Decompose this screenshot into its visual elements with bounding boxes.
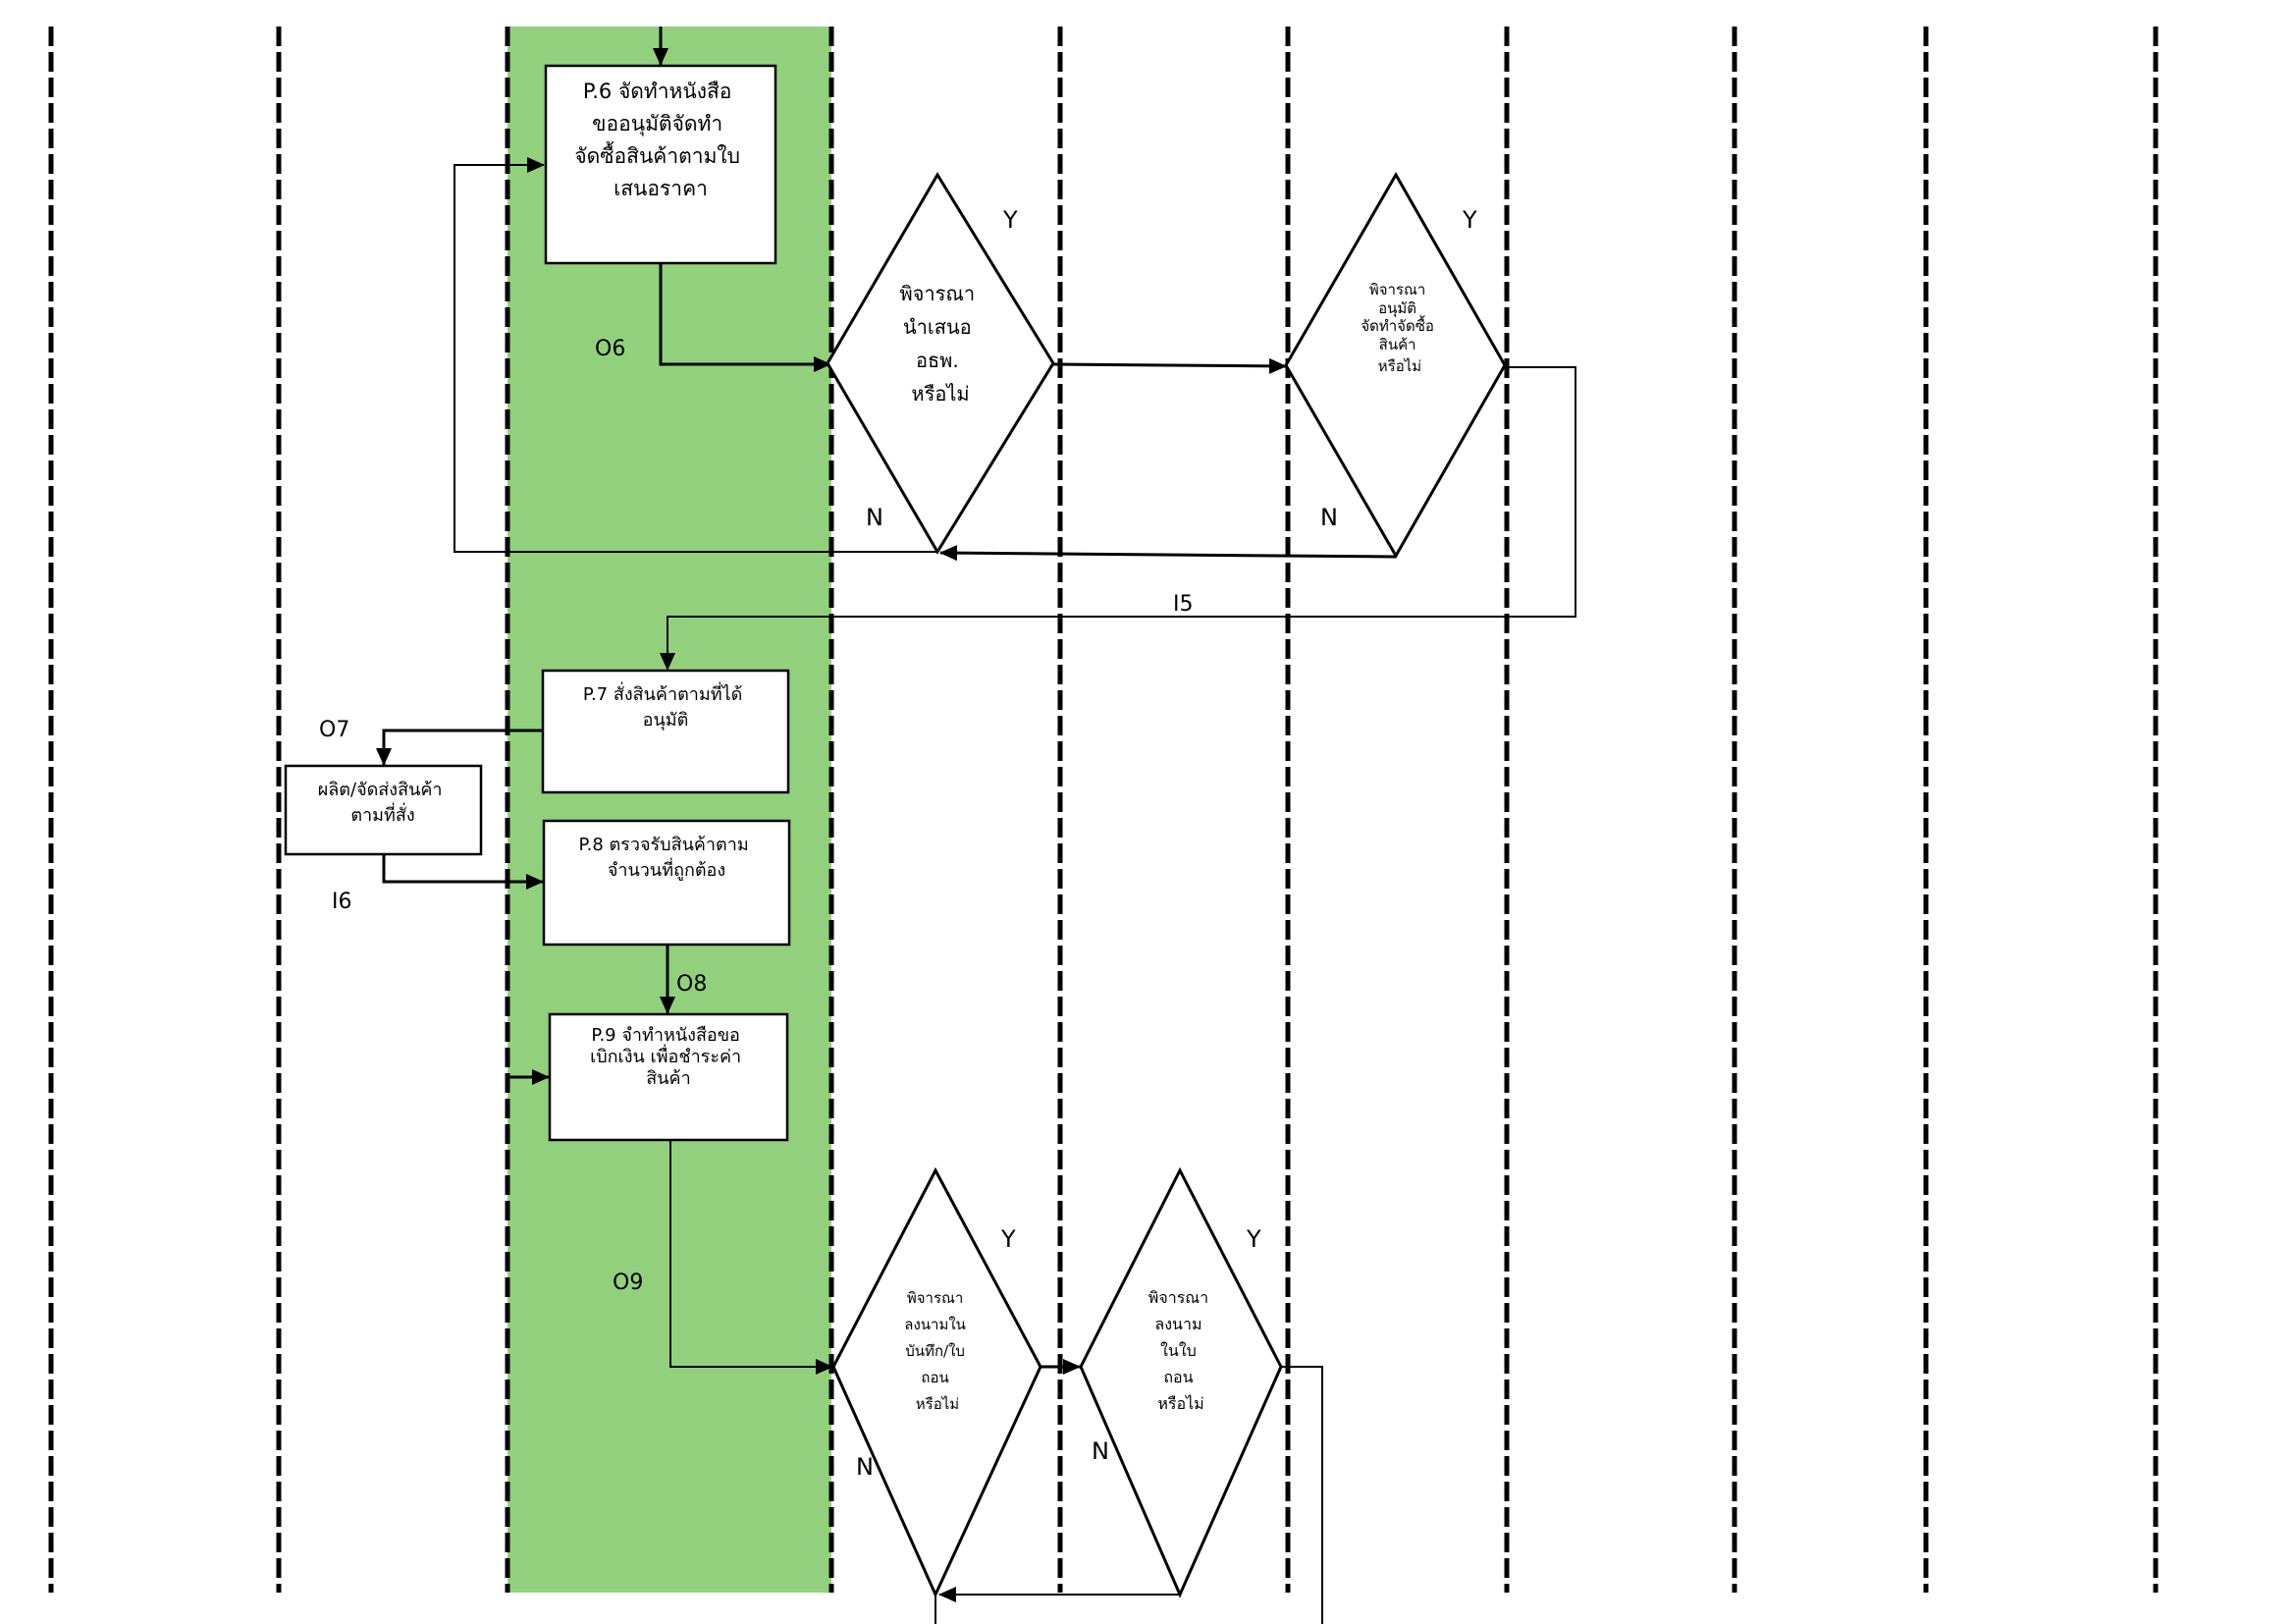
branch-label-no-d4: N xyxy=(1092,1437,1109,1465)
decision-d3-text: พิจารณา ลงนามใน บันทึก/ใบ ถอน หรือไม่ xyxy=(904,1289,970,1413)
decision-d2[interactable]: พิจารณา อนุมัติ จัดทำจัดซื้อ สินค้า หรือ… xyxy=(1284,171,1507,560)
process-p8-text: P.8 ตรวจรับสินค้าตาม จำนวนที่ถูกต้อง xyxy=(579,835,755,881)
process-supplier[interactable]: ผลิต/จัดส่งสินค้า ตามที่สั่ง xyxy=(284,764,483,856)
flow-label-o7: O7 xyxy=(319,718,349,742)
decision-d2-text: พิจารณา อนุมัติ จัดทำจัดซื้อ สินค้า หรือ… xyxy=(1361,281,1438,375)
branch-label-no-d3: N xyxy=(856,1453,874,1481)
branch-label-no-d2: N xyxy=(1320,504,1338,531)
decision-d1[interactable]: พิจารณา นำเสนอ อธพ. หรือไม่ xyxy=(826,172,1055,555)
branch-label-yes-d3: Y xyxy=(1000,1225,1016,1253)
swimlane-dividers xyxy=(48,27,2159,1593)
process-p9[interactable]: P.9 จำทำหนังสือขอ เบิกเงิน เพื่อชำระค่า … xyxy=(548,1012,789,1142)
process-p8[interactable]: P.8 ตรวจรับสินค้าตาม จำนวนที่ถูกต้อง xyxy=(542,819,791,947)
decision-d4[interactable]: พิจารณา ลงนาม ในใบ ถอน หรือไม่ xyxy=(1079,1166,1283,1598)
connector-d1-no xyxy=(454,157,937,553)
flow-label-o6: O6 xyxy=(595,337,625,361)
flow-label-o8: O8 xyxy=(676,972,707,997)
decision-d1-text: พิจารณา นำเสนอ อธพ. หรือไม่ xyxy=(899,282,981,406)
connector-o7 xyxy=(376,729,542,766)
branch-label-yes-d4: Y xyxy=(1246,1225,1261,1253)
connector-d1-yes xyxy=(1052,357,1287,374)
process-p7-text: P.7 สั่งสินค้าตามที่ได้ อนุมัติ xyxy=(583,681,748,731)
branch-label-no-d1: N xyxy=(866,504,883,531)
process-p9-text: P.9 จำทำหนังสือขอ เบิกเงิน เพื่อชำระค่า … xyxy=(590,1025,747,1089)
connector-d2-no xyxy=(939,545,1397,562)
process-p6[interactable]: P.6 จัดทำหนังสือ ขออนุมัติจัดทำ จัดซื้อส… xyxy=(544,64,777,265)
decision-d4-text: พิจารณา ลงนาม ในใบ ถอน หรือไม่ xyxy=(1148,1288,1213,1413)
flow-label-i5: I5 xyxy=(1173,592,1194,617)
connector-o9 xyxy=(669,1141,833,1375)
branch-label-yes-d2: Y xyxy=(1462,206,1477,234)
connector-i5 xyxy=(660,366,1576,671)
connectors xyxy=(376,27,1576,1624)
flow-label-o9: O9 xyxy=(613,1271,643,1295)
connector-d4-yes xyxy=(1281,1366,1323,1624)
flow-label-i6: I6 xyxy=(332,890,352,914)
connector-o6 xyxy=(659,263,831,372)
decision-d3[interactable]: พิจารณา ลงนามใน บันทึก/ใบ ถอน หรือไม่ xyxy=(831,1166,1042,1598)
process-p7[interactable]: P.7 สั่งสินค้าตามที่ได้ อนุมัติ xyxy=(541,669,790,794)
connector-i6 xyxy=(382,854,544,890)
branch-label-yes-d1: Y xyxy=(1002,206,1018,234)
process-p6-text: P.6 จัดทำหนังสือ ขออนุมัติจัดทำ จัดซื้อส… xyxy=(574,80,746,200)
process-supplier-text: ผลิต/จัดส่งสินค้า ตามที่สั่ง xyxy=(318,780,449,826)
